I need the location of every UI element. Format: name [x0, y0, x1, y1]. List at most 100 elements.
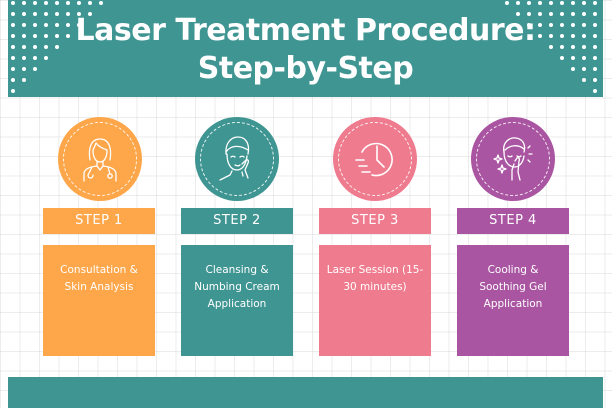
header-banner: Laser Treatment Procedure: Step-by-Step [8, 0, 603, 97]
footer-bar [8, 377, 603, 408]
decor-dot [571, 12, 575, 16]
decor-dot [571, 1, 575, 5]
decor-dot [22, 12, 26, 16]
decor-dot [571, 34, 575, 38]
decor-dot [55, 12, 59, 16]
decor-dot [593, 89, 597, 93]
decor-dot [527, 23, 531, 27]
decor-dot [571, 67, 575, 71]
decor-dot [22, 1, 26, 5]
decor-dot [11, 1, 15, 5]
decor-dot [44, 12, 48, 16]
step-4-label: STEP 4 [457, 208, 569, 234]
decor-dot [516, 12, 520, 16]
decor-dot [55, 1, 59, 5]
decor-dot [538, 1, 542, 5]
decor-dot [571, 56, 575, 60]
decor-dot [11, 12, 15, 16]
title-line-2: Step-by-Step [197, 51, 414, 86]
step-1-label: STEP 1 [43, 208, 155, 234]
decor-dot [582, 1, 586, 5]
decor-dot [66, 23, 70, 27]
decor-dot [33, 56, 37, 60]
decor-dot [66, 34, 70, 38]
step-1-icon-circle [58, 117, 142, 201]
decor-dot [549, 23, 553, 27]
decor-dot [33, 34, 37, 38]
decor-dot [22, 23, 26, 27]
decor-dot [55, 23, 59, 27]
decor-dot [593, 78, 597, 82]
decor-dot [538, 23, 542, 27]
face-cream-icon [219, 136, 250, 181]
step-1-description: Consultation & Skin Analysis [60, 264, 138, 293]
decor-dot [549, 12, 553, 16]
decor-dot [22, 67, 26, 71]
decor-dot [582, 56, 586, 60]
decor-dot [560, 1, 564, 5]
decor-dot [582, 34, 586, 38]
decor-dot [593, 34, 597, 38]
decor-dot [593, 12, 597, 16]
decor-dot [88, 1, 92, 5]
step-4-icon-circle [471, 117, 555, 201]
fast-clock-icon [355, 142, 393, 177]
step-3-icon-circle [333, 117, 417, 201]
decor-dot [22, 56, 26, 60]
page-title: Laser Treatment Procedure: Step-by-Step [8, 12, 603, 88]
glowing-face-icon [493, 137, 533, 181]
decor-dot [582, 67, 586, 71]
decor-dot [11, 34, 15, 38]
doctor-icon [83, 138, 117, 182]
decor-dot [33, 45, 37, 49]
decor-dot [505, 1, 509, 5]
decor-dot [549, 34, 553, 38]
decor-dot [77, 23, 81, 27]
step-3-label: STEP 3 [319, 208, 431, 234]
step-2-description: Cleansing & Numbing Cream Application [194, 264, 280, 310]
decor-dot [538, 34, 542, 38]
decor-dot [11, 78, 15, 82]
decor-dot [55, 34, 59, 38]
decor-dot [560, 34, 564, 38]
decor-dot [571, 23, 575, 27]
decor-dot [582, 12, 586, 16]
decor-dot [44, 45, 48, 49]
decor-dot [560, 45, 564, 49]
decor-dot [77, 12, 81, 16]
decor-dot [593, 45, 597, 49]
decor-dot [593, 23, 597, 27]
step-3-description: Laser Session (15-30 minutes) [326, 264, 424, 293]
decor-dot [44, 56, 48, 60]
decor-dot [516, 1, 520, 5]
decor-dot [44, 23, 48, 27]
decor-dot [22, 45, 26, 49]
decor-dot [33, 23, 37, 27]
decor-dot [66, 1, 70, 5]
step-2-description-box: Cleansing & Numbing Cream Application [181, 245, 293, 356]
title-line-1: Laser Treatment Procedure: [75, 13, 536, 48]
decor-dot [77, 1, 81, 5]
step-2-icon-circle [195, 117, 279, 201]
decor-dot [593, 56, 597, 60]
decor-dot [44, 34, 48, 38]
decor-dot [55, 45, 59, 49]
step-1-description-box: Consultation & Skin Analysis [43, 245, 155, 356]
decor-dot [11, 45, 15, 49]
decor-dot [88, 12, 92, 16]
decor-dot [527, 12, 531, 16]
step-4-description-box: Cooling & Soothing Gel Application [457, 245, 569, 356]
decor-dot [11, 67, 15, 71]
decor-dot [527, 1, 531, 5]
decor-dot [33, 67, 37, 71]
decor-dot [593, 1, 597, 5]
step-2-label: STEP 2 [181, 208, 293, 234]
decor-dot [560, 23, 564, 27]
decor-dot [582, 23, 586, 27]
decor-dot [33, 1, 37, 5]
decor-dot [11, 89, 15, 93]
decor-dot [66, 12, 70, 16]
decor-dot [99, 1, 103, 5]
decor-dot [33, 12, 37, 16]
decor-dot [582, 45, 586, 49]
